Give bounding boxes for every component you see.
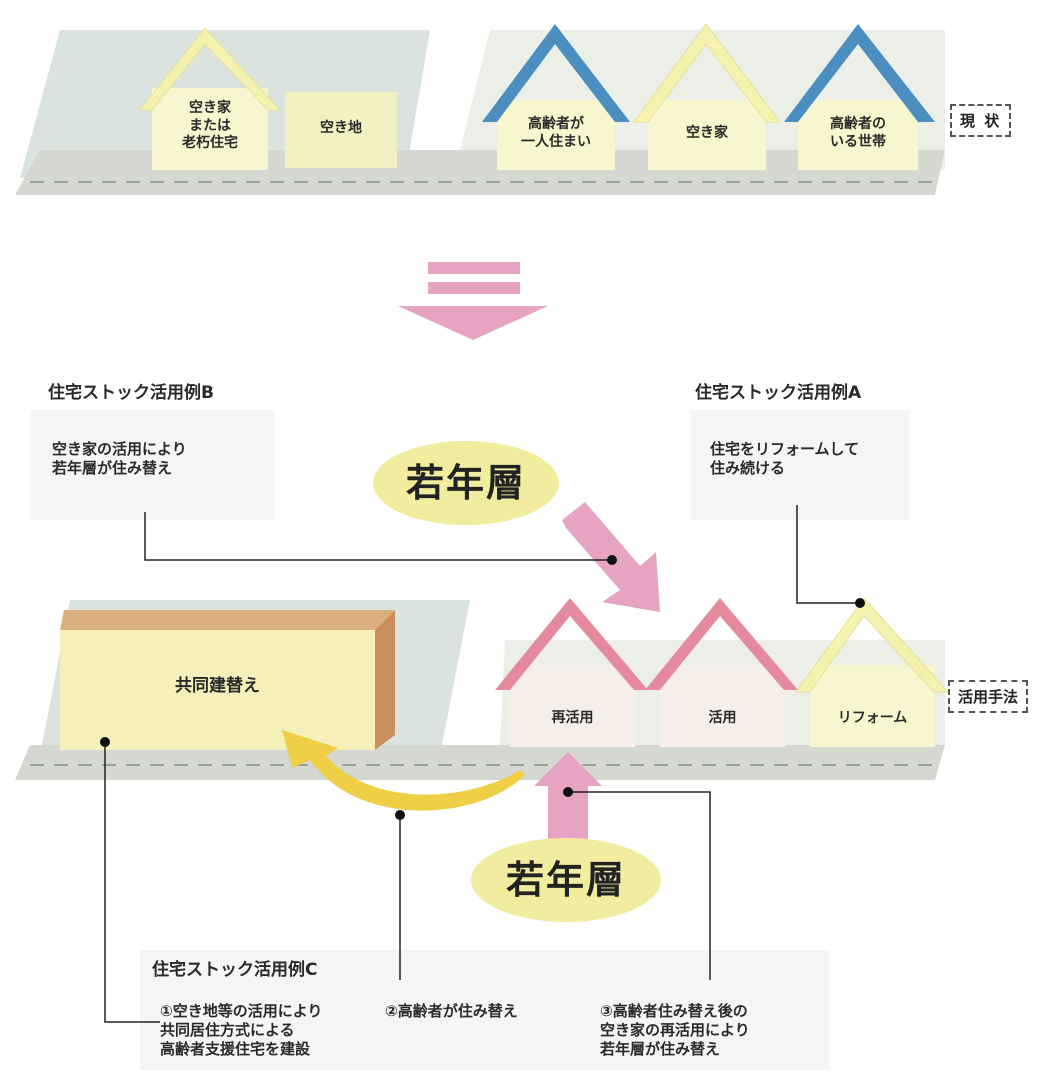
example-b-text: 空き家の活用により 若年層が住み替え: [52, 440, 187, 477]
house-reform-label: リフォーム: [837, 710, 908, 726]
lot1-label: 空き家 または 老朽住宅: [182, 100, 238, 151]
house-vacant-label: 空き家: [686, 125, 728, 141]
house-vacant-or-old: [138, 27, 282, 170]
block-label: 共同建替え: [175, 676, 260, 696]
example-a-text: 住宅をリフォームして 住み続ける: [710, 440, 860, 477]
panel-b-bg: [30, 410, 275, 520]
transition-arrow: [398, 262, 548, 340]
vacant-lot: [285, 92, 397, 168]
example-c-item3: ③高齢者住み替え後の 空き家の再活用により 若年層が住み替え: [600, 1002, 750, 1058]
example-c-item1: ①空き地等の活用により 共同居住方式による 高齢者支援住宅を建設: [160, 1002, 323, 1058]
joint-rebuild-block: [60, 610, 395, 750]
house-elderly-alone-label: 高齢者が 一人住まい: [521, 116, 591, 150]
example-a-title: 住宅ストック活用例A: [695, 383, 862, 403]
young-bottom-label: 若年層: [505, 858, 626, 902]
connector-dots: [100, 555, 865, 820]
house-elderly-household: [784, 24, 935, 170]
connector-lines: [104, 505, 860, 1023]
yellow-curved-arrow: [282, 730, 525, 811]
example-b-title: 住宅ストック活用例B: [48, 383, 214, 403]
young-top-label: 若年層: [405, 461, 526, 505]
house-vacant: [633, 23, 782, 170]
current-tag: 現 状: [950, 104, 1012, 137]
house-elderly-alone: [482, 24, 630, 170]
vacant-lot-label: 空き地: [320, 120, 362, 136]
panel-a-bg: [690, 410, 910, 520]
house-reuse: [495, 598, 648, 747]
young-ellipse-bottom: [471, 838, 661, 922]
young-ellipse-top: [373, 441, 559, 525]
example-c-item2: ②高齢者が住み替え: [385, 1002, 518, 1020]
example-c-title: 住宅ストック活用例C: [152, 960, 318, 980]
house-use: [645, 598, 798, 747]
method-tag: 活用手法: [948, 680, 1029, 713]
house-use-label: 活用: [708, 710, 737, 726]
house-elderly-household-label: 高齢者の いる世帯: [830, 116, 886, 150]
panel-c-bg: [140, 950, 830, 1070]
house-reform: [795, 597, 950, 747]
house-reuse-label: 再活用: [551, 710, 594, 726]
